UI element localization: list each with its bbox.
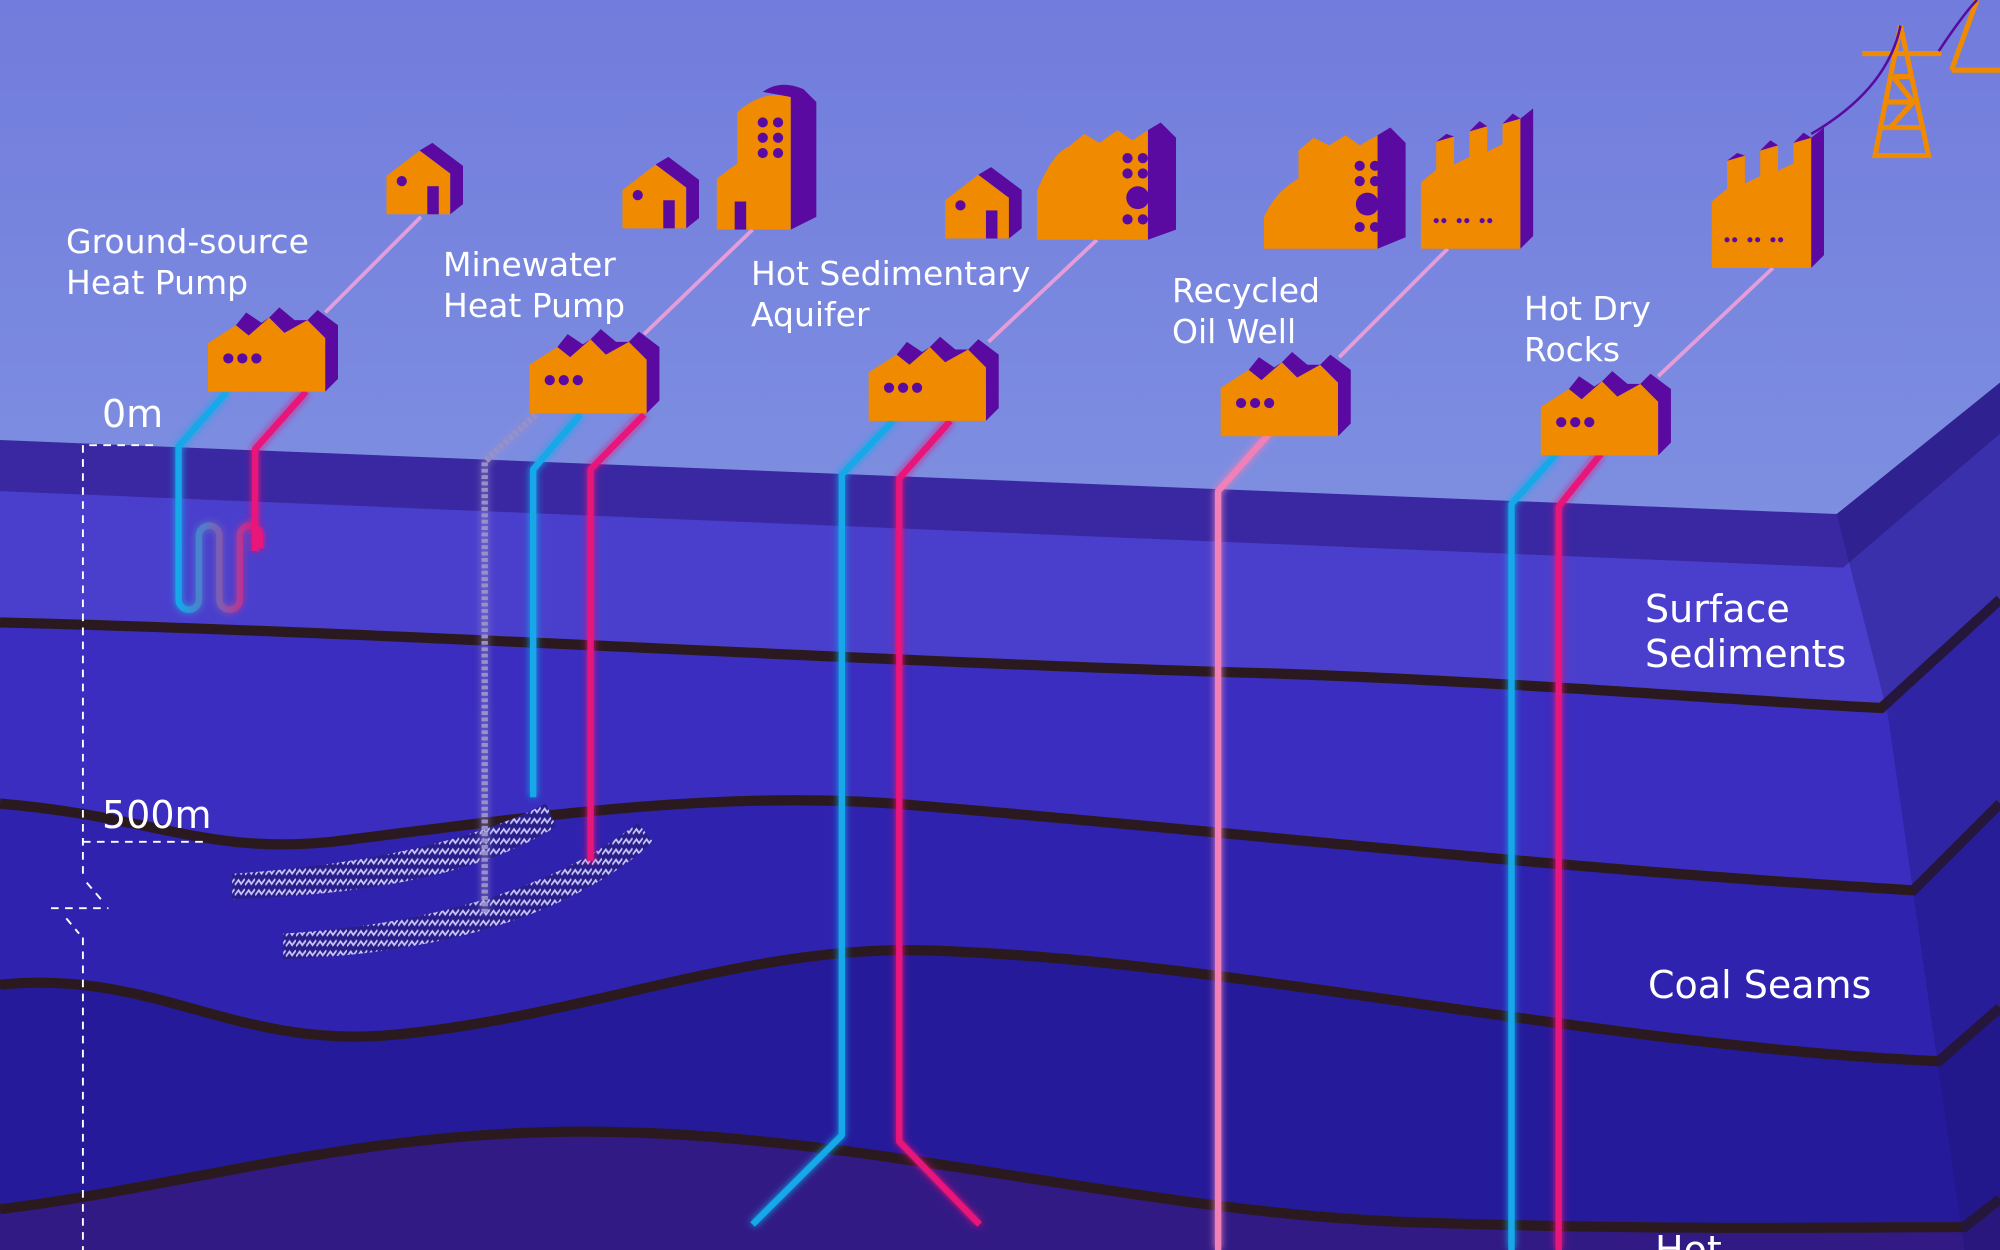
right-face [1836, 382, 2000, 1250]
depth-500m: 500m [102, 793, 212, 837]
depth-scale [51, 444, 205, 1250]
mine-workings [283, 822, 654, 960]
mine-workings [232, 803, 557, 900]
depth-0m: 0m [102, 392, 164, 436]
pylon-icon [1810, 0, 2000, 159]
office-building-icon [1036, 122, 1177, 240]
layer-coal-seams: Coal Seams [1648, 963, 1872, 1007]
layer-hot-rocks: Hot [1655, 1228, 1722, 1250]
pipes [175, 389, 1604, 1250]
office-building-icon [1264, 127, 1406, 249]
apartment-icon [716, 84, 817, 230]
